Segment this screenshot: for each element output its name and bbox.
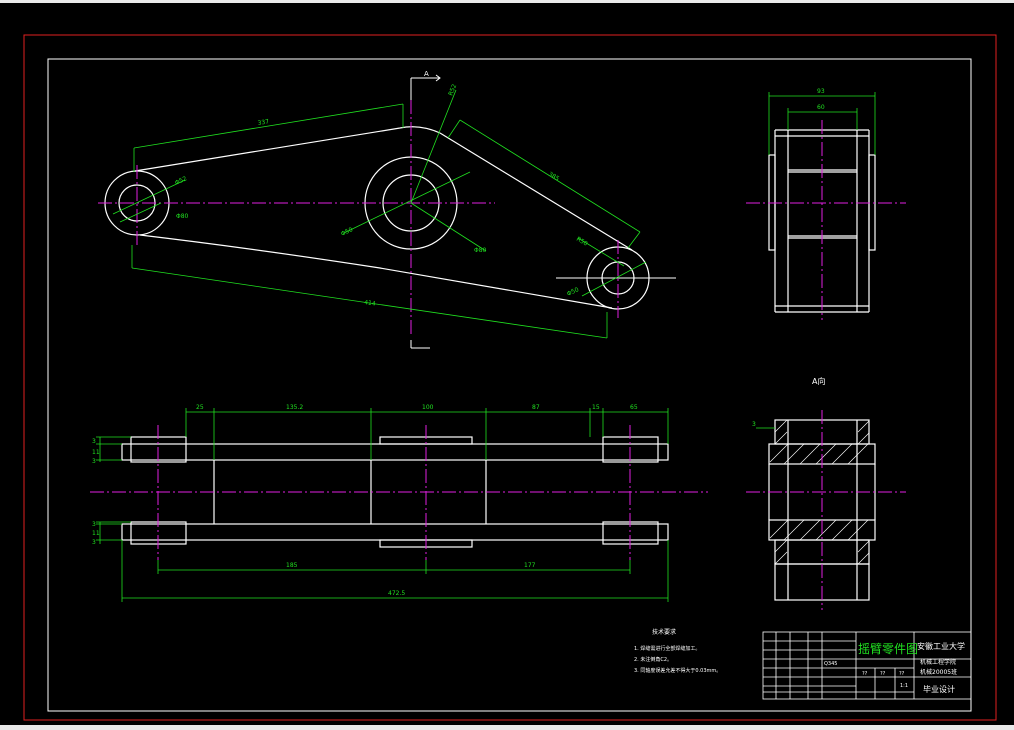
section-centerlines: [746, 410, 906, 610]
notes-heading: 技术要求: [652, 628, 676, 636]
title-scale: 1:1: [900, 683, 908, 689]
title-university: 安徽工业大学: [917, 641, 965, 651]
dim-177: 177: [524, 562, 536, 569]
arm-upper-right: [439, 132, 633, 251]
side-centerlines: [746, 120, 906, 320]
window-top-rule: [0, 0, 1014, 3]
dim-87: 87: [532, 404, 540, 411]
dim-135-2: 135.2: [286, 404, 303, 411]
bottom-centerlines: [90, 425, 708, 560]
front-dimensions: [112, 89, 647, 339]
dim-472-5: 472.5: [388, 590, 405, 597]
dim-385: 385: [547, 171, 561, 183]
dim-337: 337: [257, 118, 270, 127]
dim-side-60: 60: [817, 104, 825, 111]
title-project: 毕业设计: [923, 684, 955, 694]
window-bottom-rule: [0, 725, 1014, 730]
dim-left-4: 3: [92, 521, 96, 528]
side-dimensions: [768, 92, 876, 155]
section-hatching: [769, 419, 870, 565]
dim-25: 25: [196, 404, 204, 411]
note-3: 3. 同轴度误差允差不得大于0.03mm。: [634, 667, 721, 674]
dim-r52: R52: [447, 83, 458, 97]
dim-100: 100: [422, 404, 434, 411]
arm-upper-left: [134, 126, 441, 172]
dim-left-5: 11: [92, 530, 100, 537]
outer-frame: [23, 34, 997, 721]
bottom-dim-text: 25 135.2 100 87 15 65 185 177 472.5 3 11…: [92, 404, 638, 597]
dim-side-93: 93: [817, 88, 825, 95]
section-label-a: A: [424, 70, 429, 78]
dim-phi52: Φ52: [174, 175, 188, 187]
bottom-dimensions: [96, 408, 669, 602]
dim-phi80-center: Φ80: [474, 247, 487, 254]
title-scale-a: ??: [862, 671, 868, 677]
dim-section-3: 3: [752, 421, 756, 428]
title-dept: 机械工程学院: [920, 658, 956, 666]
title-scale-b: ??: [880, 671, 886, 677]
dim-65: 65: [630, 404, 638, 411]
dim-left-1: 3: [92, 438, 96, 445]
dim-15: 15: [592, 404, 600, 411]
dim-phi50-right: Φ50: [566, 286, 580, 298]
section-view-label: A向: [812, 376, 825, 386]
title-material: Q345: [824, 661, 837, 667]
dim-185: 185: [286, 562, 298, 569]
front-centerlines-white: [410, 77, 676, 349]
title-block-grid: [762, 631, 972, 700]
section-arrow-top: [435, 74, 441, 82]
dim-left-3: 3: [92, 458, 96, 465]
note-2: 2. 未注倒角C2。: [634, 656, 672, 663]
title-scale-c: ??: [899, 671, 905, 677]
dim-left-2: 11: [92, 449, 100, 456]
dim-left-6: 3: [92, 539, 96, 546]
title-class: 机械20005班: [920, 668, 957, 676]
dim-r50: R50: [575, 236, 589, 248]
note-1: 1. 焊缝需进行全部焊缝加工。: [634, 645, 700, 652]
dim-phi80-left: Φ80: [176, 213, 189, 220]
front-dim-text: 337 385 414 R50 Φ52 Φ80 Φ50 Φ80 R52 Φ50: [174, 83, 589, 308]
dim-phi50: Φ50: [340, 226, 354, 238]
front-centerlines: [98, 100, 619, 335]
title-part-name: 摇臂零件图: [858, 642, 918, 656]
inner-border: [47, 58, 972, 712]
arm-lower: [139, 234, 613, 309]
dim-414: 414: [364, 299, 376, 308]
